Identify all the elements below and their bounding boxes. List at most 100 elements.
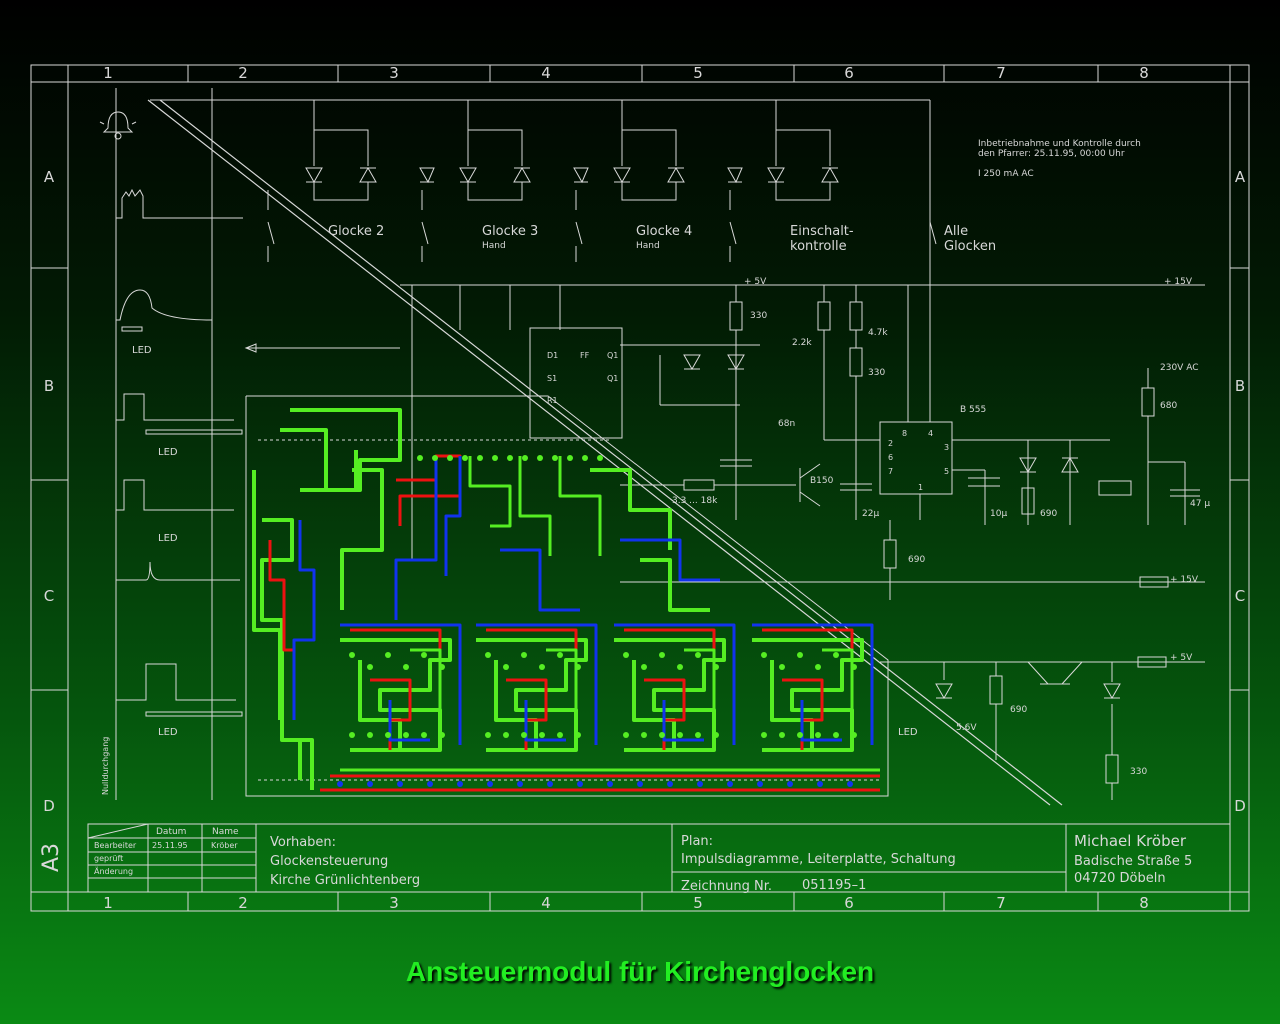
- led-label-2: LED: [158, 447, 178, 458]
- pcb-block-4: [752, 623, 874, 752]
- pcb-traces: [252, 408, 880, 792]
- grid-col-label-8-top: 8: [1139, 64, 1149, 82]
- grid-col-label-1-bottom: 1: [103, 894, 113, 912]
- part-690-b: 690: [908, 555, 925, 565]
- bell-icon: [99, 111, 137, 140]
- plan-label: Plan:: [681, 834, 713, 849]
- part-b555: B 555: [960, 405, 986, 415]
- channel-label-glocken: Glocken: [944, 239, 996, 254]
- author-street: Badische Straße 5: [1074, 854, 1192, 869]
- part-680: 680: [1160, 401, 1177, 411]
- supply-15v-top: + 15V: [1164, 277, 1193, 287]
- supply-5v-bottom: + 5V: [1170, 653, 1193, 663]
- pcb-block-2: [476, 623, 598, 752]
- led-label-3: LED: [158, 533, 178, 544]
- grid-row-label-C-left: C: [44, 587, 54, 605]
- schematic-wiring: [150, 99, 1205, 800]
- row-bearbeiter-label: Bearbeiter: [94, 841, 137, 850]
- part-68n: 68n: [778, 419, 795, 429]
- ff-label-r1: R1: [547, 396, 558, 405]
- author-city: 04720 Döbeln: [1074, 871, 1166, 886]
- diode-pair-4: [727, 100, 839, 262]
- grid-row-label-C-right: C: [1235, 587, 1245, 605]
- ic-pin-4: 4: [928, 429, 933, 438]
- vorhaben-line-2: Kirche Grünlichtenberg: [270, 873, 420, 888]
- part-330-b: 330: [868, 368, 885, 378]
- grid-col-label-7-bottom: 7: [996, 894, 1006, 912]
- grid-col-label-6-bottom: 6: [844, 894, 854, 912]
- grid-col-label-1-top: 1: [103, 64, 113, 82]
- col-name-label: Name: [212, 827, 239, 837]
- part-2-2k: 2.2k: [792, 338, 812, 348]
- grid-col-label-5-top: 5: [693, 64, 703, 82]
- zeichnung-value: 051195–1: [802, 878, 866, 893]
- zeichnung-label: Zeichnung Nr.: [681, 879, 772, 894]
- part-330-c: 330: [1130, 767, 1147, 777]
- led-label-4: LED: [158, 727, 178, 738]
- channel-label-glocke-2: Glocke 2: [328, 224, 384, 239]
- channel-label-glocke-4: Glocke 4: [636, 224, 692, 239]
- hand-label-3: Hand: [482, 241, 506, 251]
- ic-pin-7: 7: [888, 467, 893, 476]
- part-3-3-18k: 3.3 ... 18k: [672, 496, 718, 506]
- pulse-diagrams: [115, 88, 400, 800]
- part-10u: 10µ: [990, 509, 1007, 519]
- led-label-5: LED: [898, 727, 918, 738]
- note-line-1: Inbetriebnahme und Kontrolle durch: [978, 139, 1141, 149]
- part-690-c: 690: [1010, 705, 1027, 715]
- ff-label-ff: FF: [580, 351, 590, 360]
- channel-label-kontrolle: kontrolle: [790, 239, 847, 254]
- part-22u: 22µ: [862, 509, 879, 519]
- grid-row-label-A-right: A: [1235, 168, 1246, 186]
- row-aenderung-label: Änderung: [94, 866, 133, 876]
- part-330-a: 330: [750, 311, 767, 321]
- ff-label-q1: Q1: [607, 351, 618, 360]
- grid-col-label-5-bottom: 5: [693, 894, 703, 912]
- note-line-3: I 250 mA AC: [978, 169, 1034, 179]
- vorhaben-line-1: Glockensteuerung: [270, 854, 388, 869]
- title-block: Datum Name Bearbeiter 25.11.95 Kröber ge…: [94, 827, 1192, 894]
- row-geprueft-label: geprüft: [94, 854, 123, 863]
- author-name: Michael Kröber: [1074, 832, 1187, 850]
- grid-col-label-7-top: 7: [996, 64, 1006, 82]
- hand-label-4: Hand: [636, 241, 660, 251]
- ff-label-s1: S1: [547, 374, 557, 383]
- diode-pair-3: [573, 100, 685, 262]
- schematic-labels: Glocke 2 Glocke 3 Hand Glocke 4 Hand Ein…: [132, 139, 1210, 777]
- ff-label-q1-bar: Q1: [607, 374, 618, 383]
- grid-row-label-A-left: A: [44, 168, 55, 186]
- schematic-led-symbols: [683, 354, 1121, 700]
- ic-pin-6: 6: [888, 453, 893, 462]
- note-line-2: den Pfarrer: 25.11.95, 00:00 Uhr: [978, 149, 1125, 159]
- supply-5v-top: + 5V: [744, 277, 767, 287]
- grid-col-label-8-bottom: 8: [1139, 894, 1149, 912]
- part-b150: B150: [810, 476, 834, 486]
- sheet-size-label: A3: [39, 843, 64, 872]
- grid-col-label-4-top: 4: [541, 64, 551, 82]
- ic-pin-1: 1: [918, 483, 923, 492]
- grid-row-label-B-left: B: [44, 377, 54, 395]
- part-4-7k: 4.7k: [868, 328, 888, 338]
- part-47u: 47 µ: [1190, 499, 1210, 509]
- part-690-a: 690: [1040, 509, 1057, 519]
- diagonal-divider: [147, 99, 1063, 806]
- vorhaben-label: Vorhaben:: [270, 835, 336, 850]
- grid-col-label-2-top: 2: [238, 64, 248, 82]
- ic-pin-3: 3: [944, 443, 949, 452]
- row-bearbeiter-name: Kröber: [211, 841, 238, 850]
- ic-pin-8: 8: [902, 429, 907, 438]
- col-datum-label: Datum: [156, 827, 186, 837]
- plan-value: Impulsdiagramme, Leiterplatte, Schaltung: [681, 852, 956, 867]
- grid-row-label-D-left: D: [43, 797, 55, 815]
- diode-pair-1: [267, 100, 377, 262]
- diode-pair-2: [419, 100, 531, 262]
- channel-label-alle: Alle: [944, 224, 968, 239]
- channel-label-glocke-3: Glocke 3: [482, 224, 538, 239]
- grid-row-label-D-right: D: [1234, 797, 1246, 815]
- row-bearbeiter-datum: 25.11.95: [152, 841, 188, 850]
- supply-230v: 230V AC: [1160, 363, 1198, 373]
- supply-5-6v: 5.6V: [956, 723, 977, 733]
- grid-row-label-B-right: B: [1235, 377, 1245, 395]
- grid-col-label-2-bottom: 2: [238, 894, 248, 912]
